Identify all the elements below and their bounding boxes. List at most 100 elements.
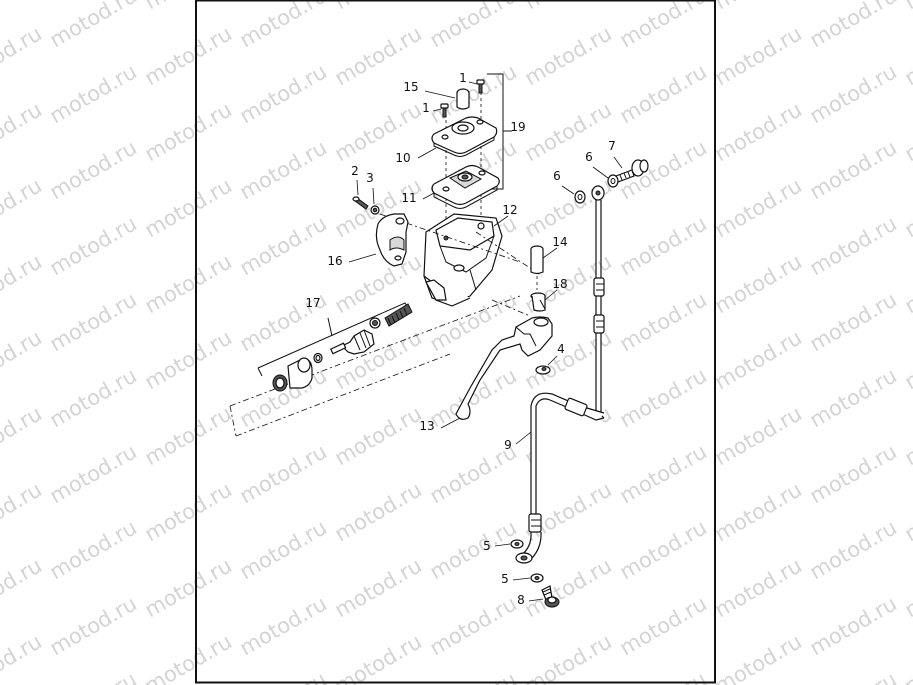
callout-6: 6 [585,150,593,164]
banjo-bolt-7 [615,159,649,183]
watermark-text: motod.ru [711,401,806,470]
spring [384,303,413,327]
watermark-text: motod.ru [141,97,236,166]
callout-8: 8 [517,593,525,607]
watermark-text: motod.ru [616,363,711,432]
watermark-text: motod.ru [0,249,46,318]
clamp-16 [375,213,409,267]
callout-4: 4 [557,342,565,356]
lever-13 [455,316,553,420]
watermark-text: motod.ru [616,0,711,52]
callout-17: 17 [305,296,320,310]
callout-16: 16 [327,254,342,268]
watermark-text: motod.ru [141,477,236,546]
callout-14: 14 [552,235,567,249]
watermark-text: motod.ru [0,325,46,394]
callout-12: 12 [502,203,517,217]
watermark-text: motod.ru [331,629,426,685]
watermark-text: motod.ru [806,287,901,356]
washer-6-upper [607,174,619,188]
watermark-text: motod.ru [521,0,616,14]
cover-10 [431,116,498,157]
watermark-text: motod.ru [616,211,711,280]
watermark-text: motod.ru [711,97,806,166]
plug-15 [456,88,470,110]
callout-7: 7 [608,139,616,153]
watermark-text: motod.ru [46,439,141,508]
watermark-text: motod.ru [901,477,913,546]
watermark-text: motod.ru [236,515,331,584]
watermark-text: motod.ru [331,401,426,470]
watermark-text: motod.ru [711,629,806,685]
watermark-text: motod.ru [236,211,331,280]
watermark-text: motod.ru [711,553,806,622]
watermark-text: motod.ru [331,477,426,546]
watermark-text: motod.ru [0,0,46,14]
circlip-4 [535,365,551,375]
bleeder-fitting-8 [541,585,560,608]
watermark-text: motod.ru [46,591,141,660]
watermark-text: motod.ru [806,0,901,52]
watermark-text: motod.ru [806,135,901,204]
callout-1: 1 [422,101,430,115]
diagram-frame [195,0,716,684]
watermark-text: motod.ru [331,0,426,14]
watermark-text: motod.ru [46,667,141,685]
watermark-text: motod.ru [901,21,913,90]
watermark-text: motod.ru [0,629,46,685]
group-19-bracket [487,73,512,190]
o-ring-inner [315,354,321,362]
watermark-text: motod.ru [0,21,46,90]
watermark-text: motod.ru [901,0,913,14]
callout-1: 1 [459,71,467,85]
bore-axis-lower [235,353,451,437]
watermark-text: motod.ru [711,173,806,242]
watermark-text: motod.ru [806,363,901,432]
watermark-text: motod.ru [141,553,236,622]
leader-lines [348,81,623,602]
watermark-text: motod.ru [331,249,426,318]
watermark-text: motod.ru [616,59,711,128]
watermark-text: motod.ru [236,135,331,204]
master-cylinder-body-12 [423,213,503,307]
callout-2: 2 [351,164,359,178]
watermark-text: motod.ru [0,401,46,470]
washer-5-upper [510,539,524,549]
watermark-text: motod.ru [711,0,806,14]
watermark-text: motod.ru [426,363,521,432]
watermark-text: motod.ru [521,21,616,90]
primary-cup [369,317,381,329]
watermark-text: motod.ru [0,97,46,166]
watermark-text: motod.ru [901,629,913,685]
callout-3: 3 [366,171,374,185]
watermark-text: motod.ru [521,629,616,685]
bore-axis-end [229,405,237,437]
watermark-text: motod.ru [236,0,331,52]
watermark-text: motod.ru [141,249,236,318]
watermark-text: motod.ru [46,515,141,584]
watermark-text: motod.ru [0,477,46,546]
watermark-text: motod.ru [46,211,141,280]
retaining-ring [272,374,288,392]
watermark-text: motod.ru [141,173,236,242]
watermark-text: motod.ru [0,173,46,242]
watermark-text: motod.ru [901,97,913,166]
watermark-text: motod.ru [901,249,913,318]
watermark-text: motod.ru [806,667,901,685]
washer-5-lower [530,573,544,583]
watermark-text: motod.ru [46,59,141,128]
callout-11: 11 [401,191,416,205]
callout-5: 5 [501,572,509,586]
watermark-text: motod.ru [521,173,616,242]
callout-15: 15 [403,80,418,94]
watermark-text: motod.ru [901,173,913,242]
sleeve [287,357,313,389]
watermark-text: motod.ru [616,287,711,356]
watermark-text: motod.ru [331,325,426,394]
watermark-text: motod.ru [236,439,331,508]
watermark-text: motod.ru [141,21,236,90]
watermark-text: motod.ru [141,629,236,685]
diaphragm-11 [431,164,500,209]
pivot-pin-14 [530,245,544,290]
